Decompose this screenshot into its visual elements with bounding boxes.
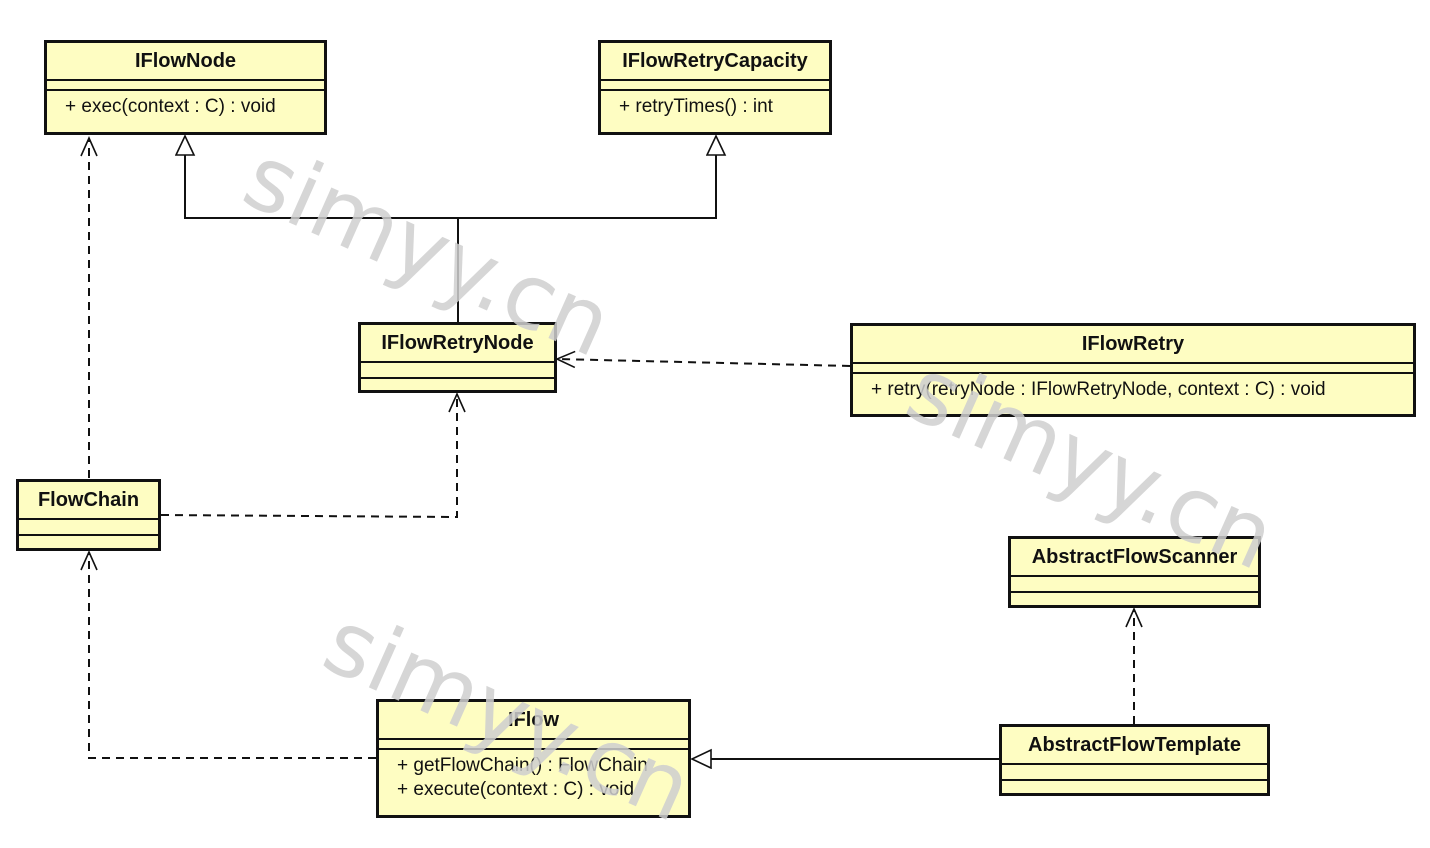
- generalization-edge-iflowretrynode-iflowretrycapacity: [458, 136, 716, 219]
- attributes-compartment: [361, 363, 554, 379]
- operation: + getFlowChain() : FlowChain: [397, 755, 648, 776]
- operations-compartment: [361, 379, 554, 390]
- operation: + retry(retryNode : IFlowRetryNode, cont…: [871, 379, 1326, 400]
- attributes-compartment: [601, 81, 829, 91]
- attributes-compartment: [1002, 765, 1267, 781]
- attributes-compartment: [853, 364, 1413, 374]
- operation: + exec(context : C) : void: [65, 96, 276, 117]
- operations-compartment: + retryTimes() : int: [601, 91, 829, 132]
- generalization-edge-iflowretrynode-iflownode: [185, 136, 459, 322]
- class-name: IFlowRetryCapacity: [601, 43, 829, 81]
- operations-compartment: [1002, 781, 1267, 793]
- dependency-edge-iflow-flowchain: [80, 550, 376, 759]
- class-iflowretrynode[interactable]: IFlowRetryNode: [358, 322, 557, 393]
- class-abstractflowscanner[interactable]: AbstractFlowScanner: [1008, 536, 1261, 608]
- operation: + execute(context : C) : void: [397, 779, 635, 800]
- class-name: IFlow: [379, 702, 688, 740]
- attributes-compartment: [379, 740, 688, 750]
- class-name: FlowChain: [19, 482, 158, 520]
- class-iflowretry[interactable]: IFlowRetry + retry(retryNode : IFlowRetr…: [850, 323, 1416, 417]
- class-iflowretrycapacity[interactable]: IFlowRetryCapacity + retryTimes() : int: [598, 40, 832, 135]
- dependency-edge-flowchain-iflowretrynode: [160, 392, 466, 519]
- operations-compartment: + exec(context : C) : void: [47, 91, 324, 132]
- operations-compartment: + getFlowChain() : FlowChain + execute(c…: [379, 750, 688, 815]
- operations-compartment: [1011, 593, 1258, 605]
- attributes-compartment: [1011, 577, 1258, 593]
- dependency-edge-iflowretry-iflowretrynode: [555, 350, 851, 369]
- operation: + retryTimes() : int: [619, 96, 773, 117]
- class-flowchain[interactable]: FlowChain: [16, 479, 161, 551]
- class-abstractflowtemplate[interactable]: AbstractFlowTemplate: [999, 724, 1270, 796]
- class-name: AbstractFlowScanner: [1011, 539, 1258, 577]
- attributes-compartment: [47, 81, 324, 91]
- class-name: IFlowNode: [47, 43, 324, 81]
- class-name: IFlowRetryNode: [361, 325, 554, 363]
- class-iflow[interactable]: IFlow + getFlowChain() : FlowChain + exe…: [376, 699, 691, 818]
- class-iflownode[interactable]: IFlowNode + exec(context : C) : void: [44, 40, 327, 135]
- class-name: AbstractFlowTemplate: [1002, 727, 1267, 765]
- operations-compartment: + retry(retryNode : IFlowRetryNode, cont…: [853, 374, 1413, 414]
- class-name: IFlowRetry: [853, 326, 1413, 364]
- operations-compartment: [19, 536, 158, 548]
- attributes-compartment: [19, 520, 158, 536]
